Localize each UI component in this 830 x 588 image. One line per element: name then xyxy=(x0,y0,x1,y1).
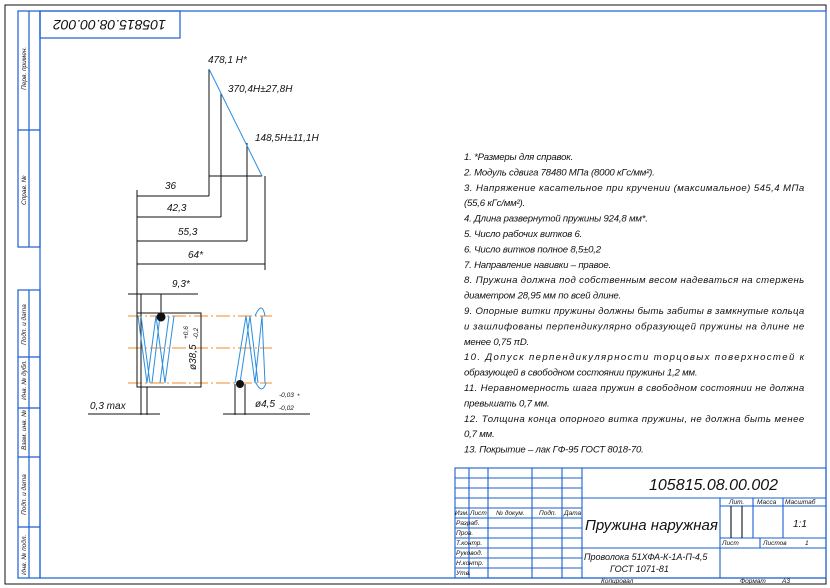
spring-dimensions xyxy=(88,293,310,415)
col-header: Подп. xyxy=(539,509,556,517)
side-label: Перв. примен. xyxy=(21,47,28,90)
title-code: 105815.08.00.002 xyxy=(649,477,778,494)
side-label: Взам. инв. № xyxy=(21,410,28,450)
note-line: (55,6 кГс/мм²). xyxy=(464,198,525,209)
force-line xyxy=(208,68,263,177)
role-label: Пров. xyxy=(456,530,473,537)
lit-label: Лит. xyxy=(728,499,744,506)
col-header: Изм. xyxy=(455,510,469,517)
length-label: 64* xyxy=(188,250,204,261)
wire-tol-lower: -0,02 xyxy=(279,405,294,412)
role-label: Н.контр. xyxy=(456,560,484,567)
pitch-label: 9,3* xyxy=(172,279,191,290)
note-line: 7. Направление навивки – правое. xyxy=(464,260,611,271)
title-name: Пружина наружная xyxy=(585,517,718,534)
note-line: 1. *Размеры для справок. xyxy=(464,152,573,163)
note-line: 9. Опорные витки пружины должны быть заб… xyxy=(464,306,804,317)
note-line: 2. Модуль сдвига 78480 МПа (8000 кГс/мм²… xyxy=(463,167,655,178)
note-line: образующей в свободном состоянии пружины… xyxy=(464,368,697,379)
col-header: Дата xyxy=(563,510,582,517)
force-diagram xyxy=(136,69,266,315)
note-line: 0,7 мм. xyxy=(464,429,494,440)
upside-down-code: 105815.08.00.002 xyxy=(53,17,166,33)
role-label: Разраб. xyxy=(456,519,480,527)
side-strip-labels: Перв. примен. Справ. № Подп. и дата Инв.… xyxy=(20,47,28,575)
material-line2: ГОСТ 1071-81 xyxy=(610,564,669,574)
note-line: менее 0,75 πD. xyxy=(464,337,529,348)
format-value: А3 xyxy=(781,578,790,585)
mass-label: Масса xyxy=(757,499,777,506)
note-line: и зашлифованы перпендикулярно образующей… xyxy=(464,321,804,332)
side-label: Подп. и дата xyxy=(20,474,28,515)
note-line: 10. Допуск перпендикулярности торцовых п… xyxy=(464,352,805,363)
length-label: 42,3 xyxy=(167,203,187,214)
scale-label: Масштаб xyxy=(785,498,816,506)
role-label: Руковод. xyxy=(456,549,483,557)
col-header: Лист xyxy=(469,510,487,517)
role-label: Утв. xyxy=(455,570,471,577)
note-line: 4. Длина развернутой пружины 924,8 мм*. xyxy=(464,214,648,225)
length-label: 55,3 xyxy=(178,227,198,238)
diameter-label: ø38,5 xyxy=(188,344,199,370)
force-label: 370,4Н±27,8Н xyxy=(228,84,293,95)
sheets-value: 1 xyxy=(805,540,809,547)
sheet-label: Лист xyxy=(721,540,739,547)
note-line: превышать 0,7 мм. xyxy=(464,398,549,409)
note-line: 5. Число рабочих витков 6. xyxy=(464,229,582,240)
technical-notes: 1. *Размеры для справок. 2. Модуль сдвига… xyxy=(463,152,805,456)
note-line: 11. Неравномерность шага пружин в свобод… xyxy=(464,383,804,394)
end-gap-label: 0,3 max xyxy=(90,401,127,412)
title-block xyxy=(454,467,827,579)
note-line: 3. Напряжение касательное при кручении (… xyxy=(464,183,804,194)
diameter-tol-lower: -0,2 xyxy=(193,327,200,339)
diameter-tol-upper: +0,6 xyxy=(183,326,190,339)
wire-section xyxy=(236,380,244,388)
format-label: Формат xyxy=(740,578,766,585)
note-line: 13. Покрытие – лак ГФ-95 ГОСТ 8018-70. xyxy=(464,445,644,456)
side-label: Справ. № xyxy=(21,175,28,205)
wire-mark: * xyxy=(297,393,300,400)
drawing-frame xyxy=(17,10,827,579)
side-label: Инв. № дубл. xyxy=(20,360,28,400)
sheets-label: Листов xyxy=(762,540,787,547)
force-label: 148,5Н±11,1Н xyxy=(255,133,319,144)
wire-label: ø4,5 xyxy=(255,399,275,410)
scale-value: 1:1 xyxy=(793,519,807,530)
col-header: № докум. xyxy=(496,509,525,517)
material-line1: Проволока 51ХФА-К-1А-П-4,5 xyxy=(584,552,708,562)
force-label: 478,1 Н* xyxy=(208,55,248,66)
wire-section xyxy=(156,312,166,322)
length-label: 36 xyxy=(165,181,177,192)
role-label: Т.контр. xyxy=(456,540,482,547)
note-line: 8. Пружина должна под собственным весом … xyxy=(464,275,804,286)
spring-coils xyxy=(137,307,267,390)
side-label: Подп. и дата xyxy=(20,304,28,345)
copied-label: Копировал xyxy=(601,578,634,585)
side-label: Инв. № подл. xyxy=(20,534,28,575)
note-line: диаметром 28,95 мм по всей длине. xyxy=(464,291,621,302)
wire-tol-upper: -0,03 xyxy=(279,392,294,399)
note-line: 12. Толщина конца опорного витка пружины… xyxy=(464,414,804,425)
note-line: 6. Число витков полное 8,5±0,2 xyxy=(464,244,602,255)
